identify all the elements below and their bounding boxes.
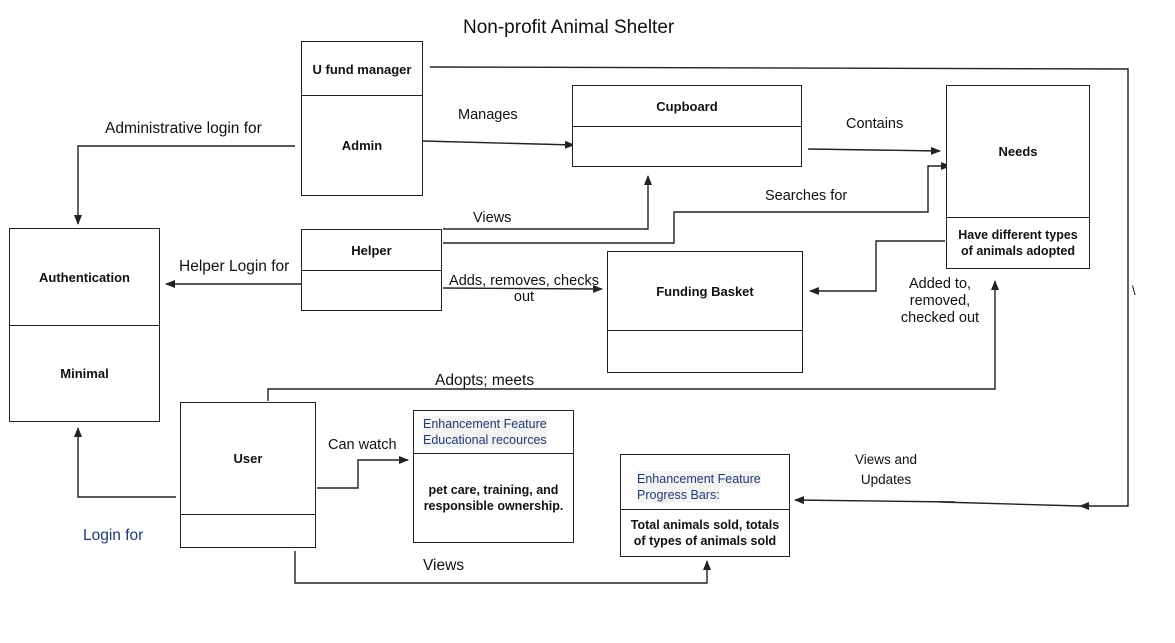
arrow-user-views (294, 551, 711, 584)
label-manages: Manages (458, 107, 518, 123)
educational-feature-box: Enhancement Feature Educational recource… (413, 410, 574, 543)
arrow-adds-removes (442, 284, 603, 293)
arrow-admin-login (74, 145, 295, 225)
progress-bars-totals: Total animals sold, totals of types of a… (630, 518, 780, 548)
arrow-contains (807, 146, 941, 155)
authentication-box: Authentication Minimal (9, 228, 160, 422)
label-user-views: Views (423, 557, 465, 574)
helper-box: Helper (301, 229, 442, 311)
educational-feature-header: Enhancement Feature Educational recource… (414, 411, 573, 453)
authentication-title: Authentication (39, 269, 130, 285)
authentication-minimal: Minimal (60, 366, 109, 381)
arrow-adopts-meets (267, 280, 999, 401)
arrow-login-for (74, 427, 176, 498)
funding-basket-body (608, 331, 802, 372)
cupboard-box: Cupboard (572, 85, 802, 167)
arrow-searches-for (443, 162, 951, 244)
funding-basket-box: Funding Basket (607, 251, 803, 373)
user-title: User (233, 451, 263, 466)
label-helper-login: Helper Login for (179, 258, 290, 275)
educational-feature-line1: Enhancement Feature (423, 416, 547, 432)
label-views-and-updates: Views and Updates (854, 452, 918, 487)
needs-animal-types: Have different types of animals adopted (958, 228, 1078, 258)
user-body (181, 515, 315, 547)
user-box: User (180, 402, 316, 548)
stray-mark: \ (1132, 283, 1136, 298)
arrow-can-watch (317, 456, 409, 489)
label-helper-views: Views (473, 210, 512, 226)
arrow-views-updates-end (794, 496, 1081, 507)
cupboard-title: Cupboard (656, 98, 718, 114)
arrow-views-updates (429, 66, 1129, 510)
arrow-helper-views (443, 175, 652, 230)
helper-body (302, 271, 441, 310)
progress-bars-line1: Enhancement Feature (637, 471, 761, 487)
arrow-manages (422, 140, 575, 149)
label-adds-removes-checks-out: Adds, removes, checks out (449, 273, 599, 305)
label-administrative-login: Administrative login for (105, 120, 262, 137)
ufund-manager-title: U fund manager (312, 61, 412, 77)
label-contains: Contains (846, 116, 904, 132)
needs-box: Needs Have different types of animals ad… (946, 85, 1090, 269)
label-added-removed-checked-out: Added to, removed, checked out (900, 276, 980, 326)
arrow-added-to (809, 240, 945, 295)
label-adopts-meets: Adopts; meets (435, 372, 535, 389)
label-login-for: Login for (83, 527, 144, 544)
helper-title: Helper (351, 242, 392, 258)
progress-bars-feature-box: Enhancement Feature Progress Bars: Total… (620, 454, 790, 557)
progress-bars-line2: Progress Bars: (637, 487, 720, 503)
admin-label: Admin (341, 138, 383, 153)
cupboard-body (573, 127, 801, 166)
label-searches-for: Searches for (765, 188, 848, 204)
educational-feature-topics: pet care, training, and responsible owne… (423, 483, 564, 513)
educational-feature-line2: Educational recources (423, 432, 547, 448)
label-can-watch: Can watch (328, 437, 397, 453)
ufund-manager-box: U fund manager Admin (301, 41, 423, 196)
diagram-title: Non-profit Animal Shelter (463, 17, 675, 38)
progress-bars-header: Enhancement Feature Progress Bars: (621, 455, 789, 509)
needs-title: Needs (998, 144, 1038, 159)
funding-basket-title: Funding Basket (656, 283, 754, 299)
